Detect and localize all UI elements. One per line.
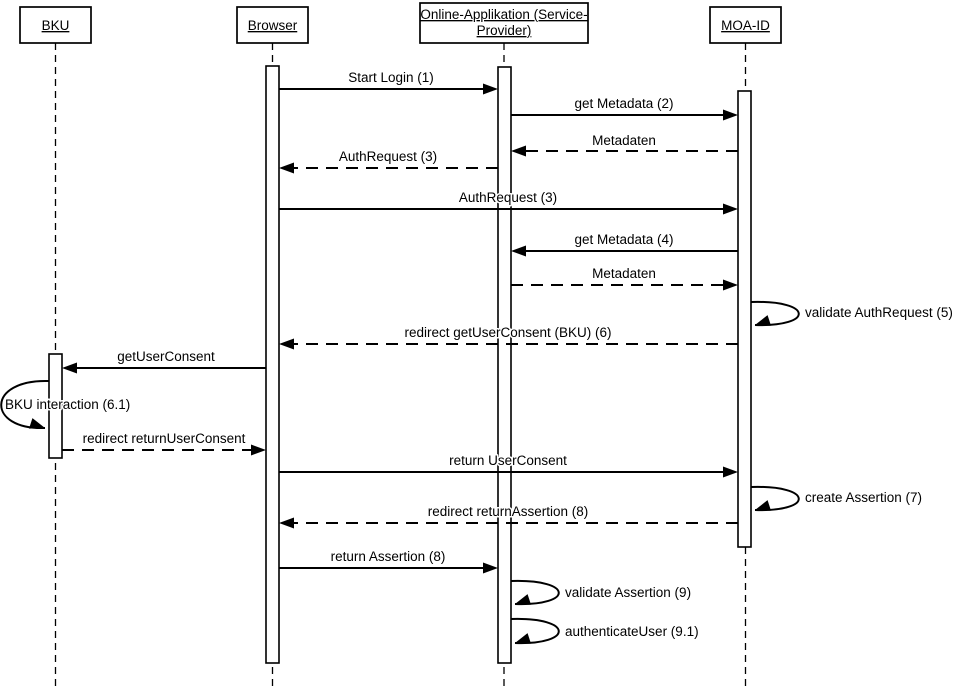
message-redirect-getuserconsent-6 <box>279 338 738 350</box>
message-label-get-metadata-2: get Metadata (2) <box>574 96 673 111</box>
message-label-return-userconsent: return UserConsent <box>449 453 567 468</box>
message-arrowhead-return-assertion-8 <box>483 562 498 574</box>
message-arrowhead-validate-authrequest-5 <box>755 315 771 326</box>
participant-label-line: Browser <box>248 18 298 33</box>
participant-label-bku: BKU <box>42 18 70 33</box>
message-label-return-assertion-8: return Assertion (8) <box>331 549 446 564</box>
message-label-start-login-1: Start Login (1) <box>348 70 434 85</box>
message-validate-assertion-9 <box>510 579 560 606</box>
activation-online-app <box>497 66 512 664</box>
self-loop-validate-authrequest-5 <box>750 300 800 327</box>
message-label-validate-assertion-9: validate Assertion (9) <box>565 585 691 600</box>
message-validate-authrequest-5 <box>750 300 800 327</box>
activation-browser <box>265 65 280 664</box>
message-label-authrequest-3-return: AuthRequest (3) <box>339 149 437 164</box>
message-arrowhead-bku-interaction-6-1 <box>29 418 45 429</box>
message-arrowhead-redirect-getuserconsent-6 <box>279 338 294 350</box>
message-arrowhead-authenticateuser-9-1 <box>515 633 531 644</box>
message-label-redirect-returnassertion-8: redirect returnAssertion (8) <box>428 504 589 519</box>
message-arrowhead-start-login-1 <box>483 83 498 95</box>
message-create-assertion-7 <box>750 485 800 512</box>
message-labels-layer: Start Login (1) get Metadata (2) Metadaten… <box>4 69 955 641</box>
message-getuserconsent <box>62 362 266 374</box>
message-arrowhead-authrequest-3 <box>723 203 738 215</box>
message-arrowhead-getuserconsent <box>62 362 77 374</box>
message-arrowhead-metadaten-return-1 <box>511 145 526 157</box>
message-arrowhead-return-userconsent <box>723 466 738 478</box>
participant-box-browser <box>236 6 309 44</box>
message-arrowhead-create-assertion-7 <box>755 500 771 511</box>
message-arrowhead-authrequest-3-return <box>279 162 294 174</box>
participant-box-online-app <box>419 2 589 44</box>
message-arrowhead-metadaten-return-2 <box>723 279 738 291</box>
message-arrowhead-get-metadata-4 <box>511 245 526 257</box>
self-loop-validate-assertion-9 <box>510 579 560 606</box>
message-get-metadata-2 <box>511 109 738 121</box>
participant-label-line: MOA-ID <box>721 18 770 33</box>
participant-label-online-app: Online-Applikation (Service-Provider) <box>420 7 587 38</box>
message-label-metadaten-return-1: Metadaten <box>592 133 656 148</box>
participant-moa-id: MOA-ID <box>709 6 782 44</box>
message-arrowhead-get-metadata-2 <box>723 109 738 121</box>
message-label-getuserconsent: getUserConsent <box>117 349 215 364</box>
activation-moa-id <box>737 90 752 548</box>
message-arrowhead-redirect-returnassertion-8 <box>279 517 294 529</box>
message-bku-interaction-6-1 <box>0 379 50 430</box>
participant-label-browser: Browser <box>248 18 298 33</box>
message-label-metadaten-return-2: Metadaten <box>592 266 656 281</box>
message-label-authenticateuser-9-1: authenticateUser (9.1) <box>565 624 699 639</box>
participant-label-moa-id: MOA-ID <box>721 18 770 33</box>
message-return-assertion-8 <box>279 562 498 574</box>
self-loop-create-assertion-7 <box>750 485 800 512</box>
message-authrequest-3-return <box>279 162 498 174</box>
participant-label-line: Online-Applikation (Service- <box>420 7 587 22</box>
message-return-userconsent <box>279 466 738 478</box>
activation-bku <box>48 353 63 459</box>
participant-label-line: Provider) <box>477 23 532 38</box>
participant-box-moa-id <box>709 6 782 44</box>
message-authrequest-3 <box>279 203 738 215</box>
message-label-redirect-returnuserconsent: redirect returnUserConsent <box>83 431 246 446</box>
participant-online-app: Online-Applikation (Service-Provider) <box>419 2 589 44</box>
message-start-login-1 <box>279 83 498 95</box>
message-redirect-returnuserconsent <box>62 444 266 456</box>
message-arrowhead-redirect-returnuserconsent <box>251 444 266 456</box>
participant-bku: BKU <box>19 6 92 44</box>
message-label-authrequest-3: AuthRequest (3) <box>459 190 557 205</box>
participant-label-line: BKU <box>42 18 70 33</box>
message-metadaten-return-2 <box>511 279 738 291</box>
participant-browser: Browser <box>236 6 309 44</box>
message-label-validate-authrequest-5: validate AuthRequest (5) <box>805 305 953 320</box>
message-label-get-metadata-4: get Metadata (4) <box>574 232 673 247</box>
message-label-bku-interaction-6-1: BKU interaction (6.1) <box>5 397 130 412</box>
self-loop-bku-interaction-6-1 <box>0 379 50 430</box>
message-label-create-assertion-7: create Assertion (7) <box>805 490 922 505</box>
message-metadaten-return-1 <box>511 145 738 157</box>
message-label-redirect-getuserconsent-6: redirect getUserConsent (BKU) (6) <box>404 325 611 340</box>
message-arrowhead-validate-assertion-9 <box>515 594 531 605</box>
message-redirect-returnassertion-8 <box>279 517 738 529</box>
self-loop-authenticateuser-9-1 <box>510 617 560 645</box>
message-get-metadata-4 <box>511 245 738 257</box>
participant-box-bku <box>19 6 92 44</box>
message-authenticateuser-9-1 <box>510 617 560 645</box>
